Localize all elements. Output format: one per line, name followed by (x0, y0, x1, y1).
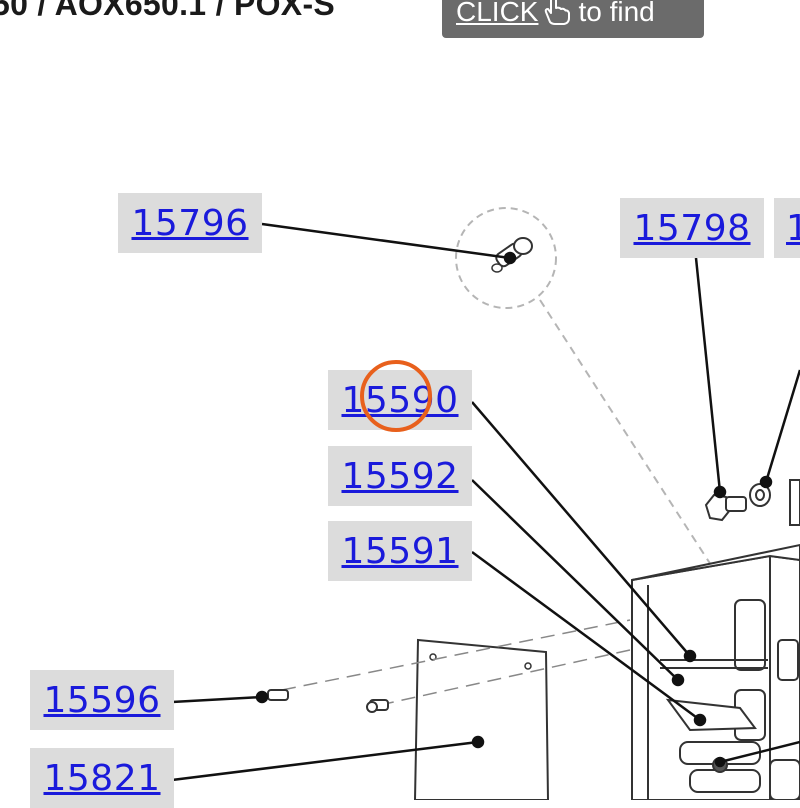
callout-15821[interactable]: 15821 (30, 748, 174, 808)
part-link-15821[interactable]: 15821 (43, 757, 161, 799)
part-link-15590[interactable]: 15590 (341, 379, 459, 421)
to-find-label: to find (578, 0, 655, 27)
callout-15596[interactable]: 15596 (30, 670, 174, 730)
callout-15796[interactable]: 15796 (118, 193, 262, 253)
callout-15592[interactable]: 15592 (328, 446, 472, 506)
part-link-partial[interactable]: 1 (786, 207, 800, 249)
bolt-washer-parts (704, 479, 800, 526)
cover-plate-part (281, 619, 631, 800)
part-link-15796[interactable]: 15796 (131, 202, 249, 244)
part-link-15798[interactable]: 15798 (633, 207, 751, 249)
callout-15590[interactable]: 15590 (328, 370, 472, 430)
machine-housing (631, 543, 800, 800)
callout-15591[interactable]: 15591 (328, 521, 472, 581)
pointing-hand-icon (540, 0, 574, 26)
callout-15798[interactable]: 15798 (620, 198, 764, 258)
click-to-find-button[interactable]: CLICK to find (442, 0, 704, 38)
callout-partial[interactable]: 1 (774, 198, 800, 258)
detail-circle (455, 207, 741, 611)
part-link-15592[interactable]: 15592 (341, 455, 459, 497)
leader-lines (171, 222, 800, 782)
screw-parts-15596 (256, 689, 389, 713)
part-link-15591[interactable]: 15591 (341, 530, 459, 572)
part-link-15596[interactable]: 15596 (43, 679, 161, 721)
click-label: CLICK (456, 0, 539, 27)
page-title: 50 / AOX650.1 / POX-S (0, 0, 336, 22)
